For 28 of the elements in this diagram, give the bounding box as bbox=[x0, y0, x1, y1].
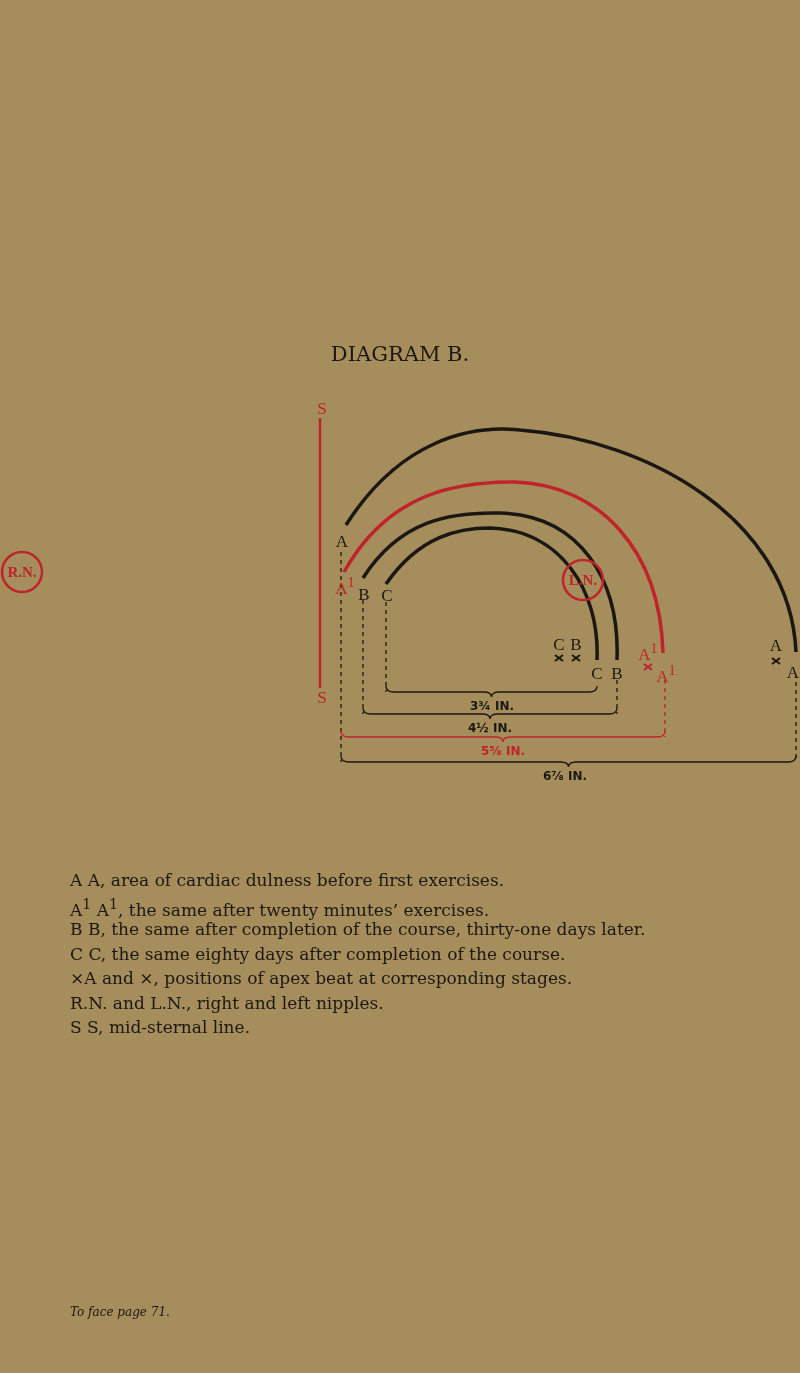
key-text: A A, area of cardiac dulness before first exercises. bbox=[70, 872, 505, 889]
line-letter: S bbox=[317, 399, 327, 417]
curve-letter: A bbox=[786, 663, 800, 681]
page-note: To face page 71. bbox=[70, 1306, 170, 1318]
curve-letter: B bbox=[358, 585, 370, 603]
key-text: B B, the same after completion of the course, thirty-one days later. bbox=[70, 921, 646, 938]
curve-letter: C bbox=[591, 664, 603, 682]
dimension-value: 5⅝ IN. bbox=[481, 745, 525, 757]
key-text: ×A and ×, positions of apex beat at corresponding stages. bbox=[70, 970, 573, 987]
apex-letter: A bbox=[769, 636, 783, 654]
dimension-value: 6⅞ IN. bbox=[543, 770, 587, 782]
key-text: A$^{1}$ A$^{1}$, the same after twenty minutes’ exercises. bbox=[70, 896, 490, 919]
curve-letter: A$^{1}$ bbox=[656, 663, 676, 685]
line-letter: S bbox=[317, 688, 327, 706]
nipple-marker-circle: R.N. bbox=[0, 550, 44, 594]
curve-letter: C bbox=[381, 586, 393, 604]
key-text: R.N. and L.N., right and left nipples. bbox=[70, 994, 384, 1012]
key-text: S S, mid-sternal line. bbox=[70, 1019, 251, 1036]
curve-letter: A bbox=[335, 532, 349, 550]
dimension-value: 3¾ IN. bbox=[470, 700, 514, 712]
key-text: C C, the same eighty days after completion of the course. bbox=[70, 945, 566, 963]
apex-letter: B bbox=[570, 635, 582, 653]
diagram-title: DIAGRAM B. bbox=[330, 344, 470, 365]
curve-letter: A$^{1}$ bbox=[335, 575, 355, 597]
apex-letter: A$^{1}$ bbox=[638, 641, 658, 663]
dimension-value: 4½ IN. bbox=[468, 722, 512, 734]
curve-letter: B bbox=[611, 664, 623, 682]
apex-letter: C bbox=[553, 635, 565, 653]
